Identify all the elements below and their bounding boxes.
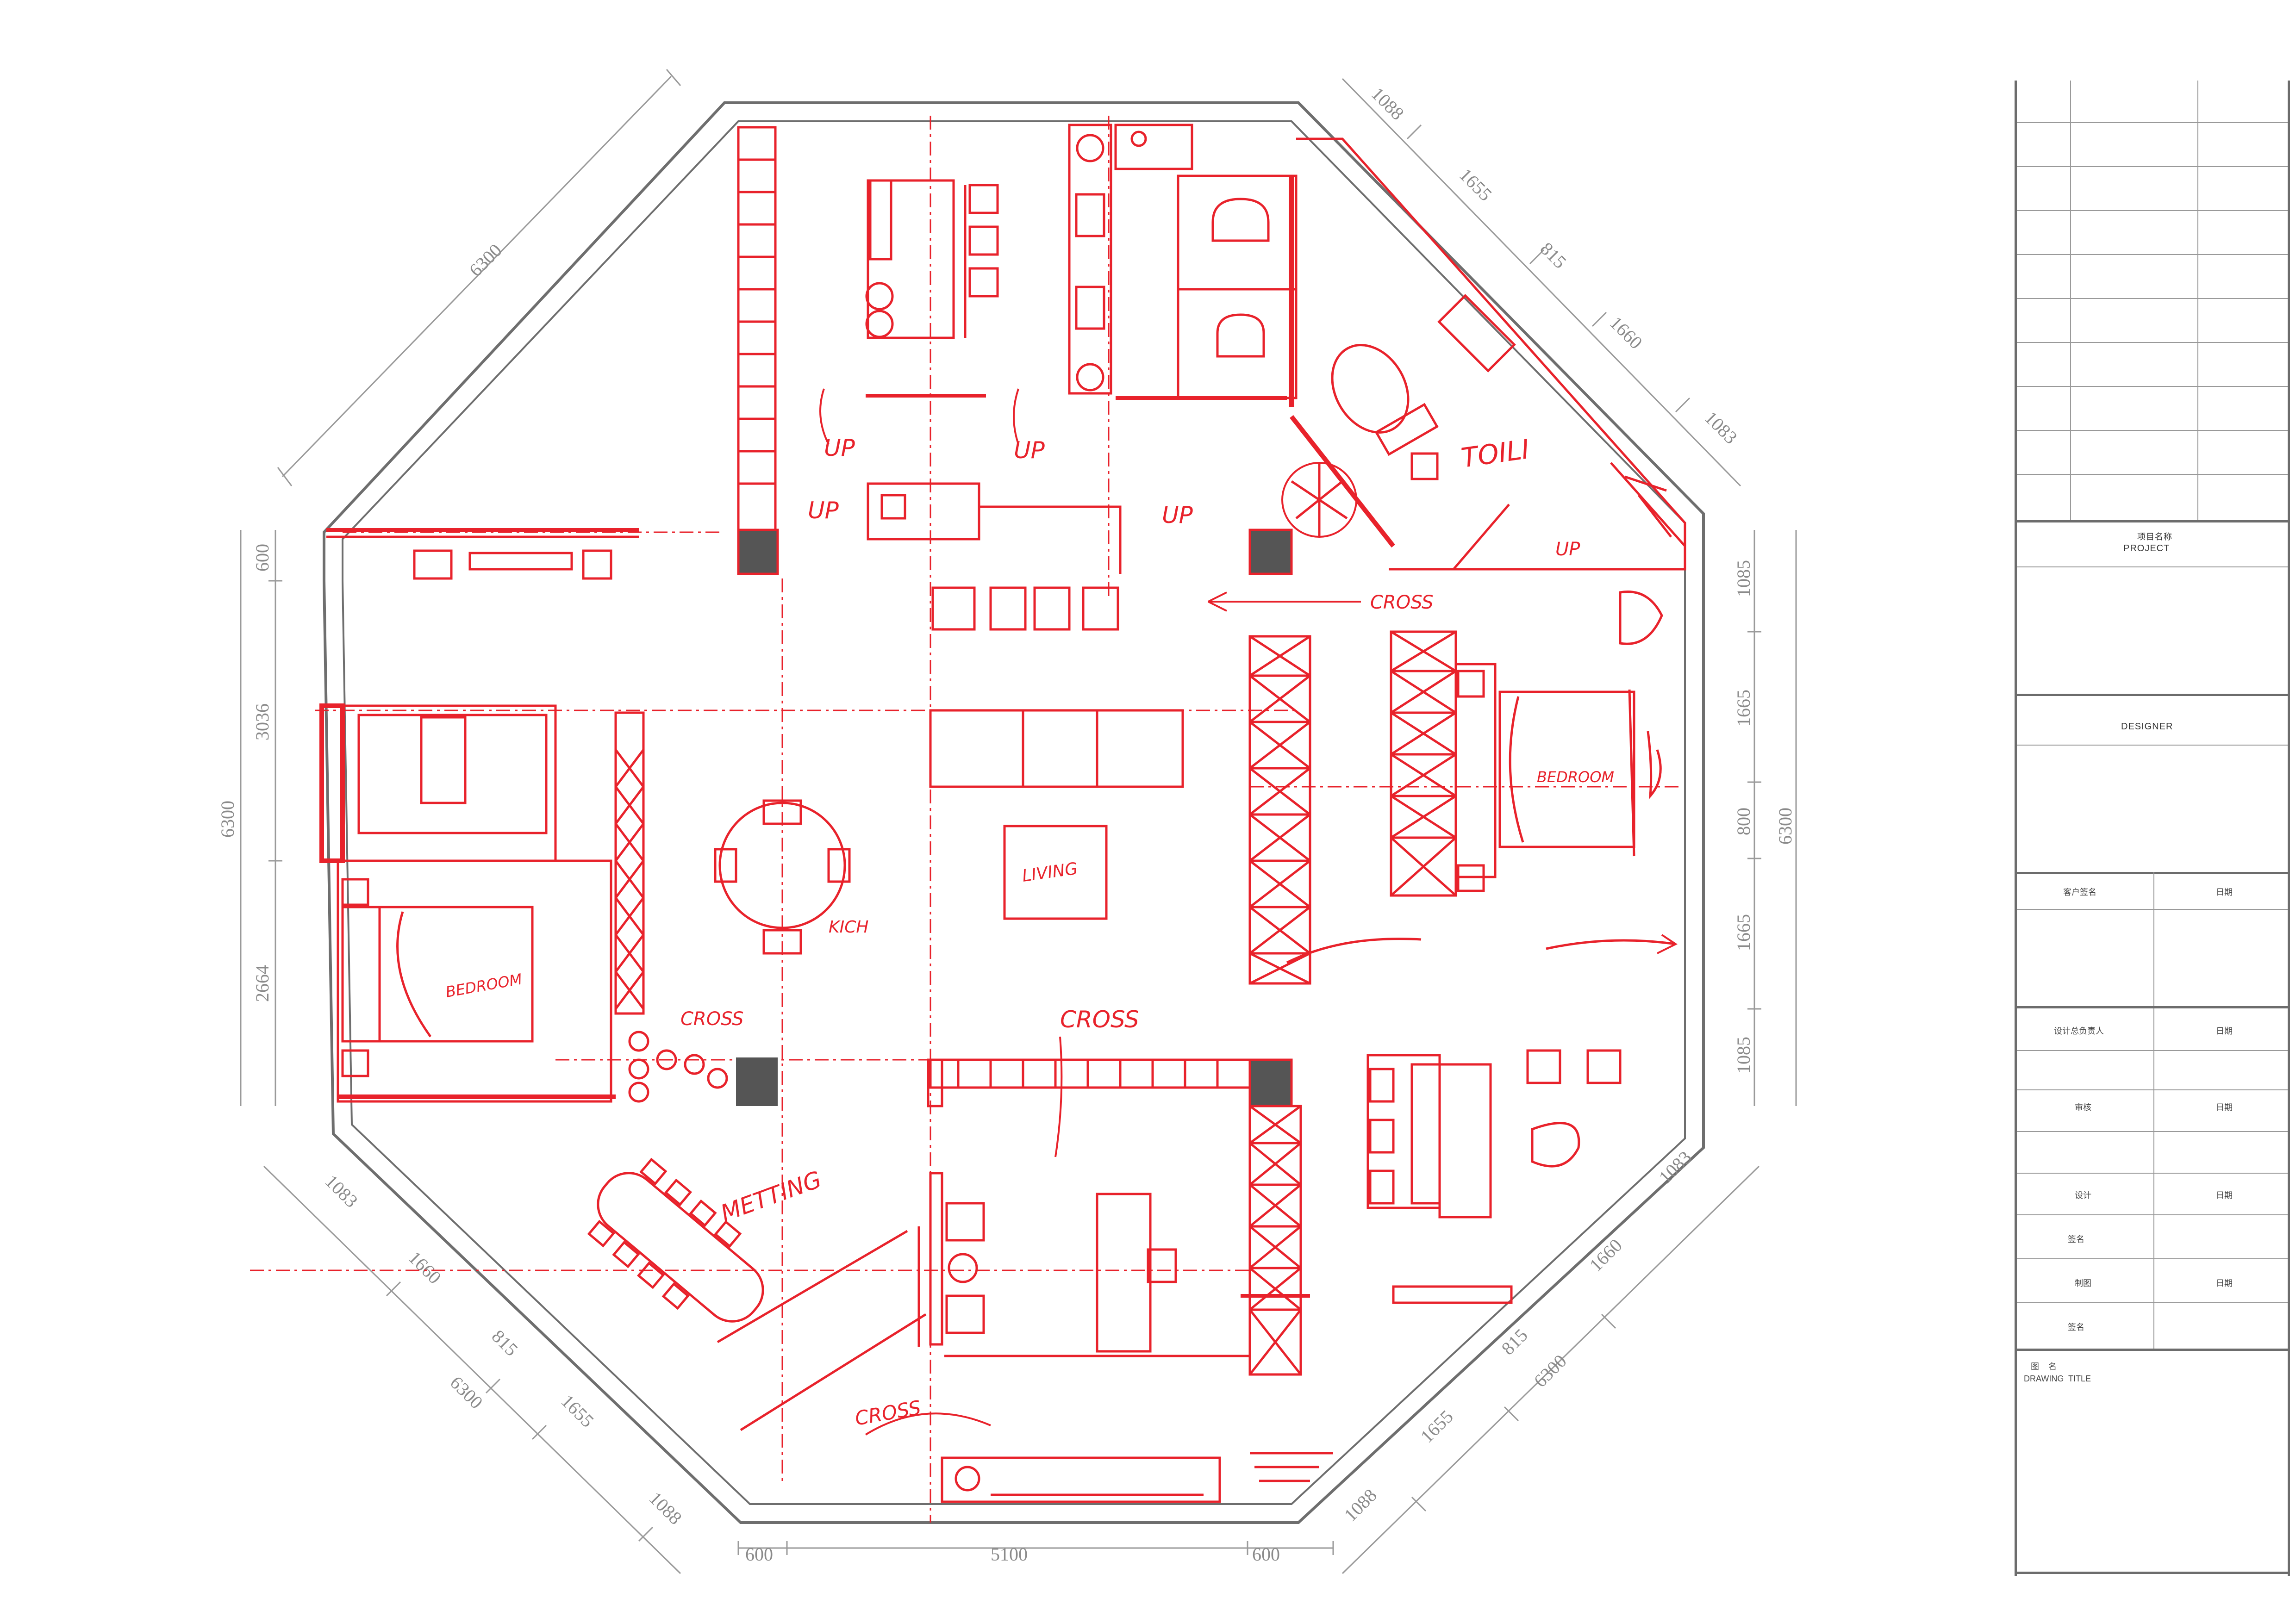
dim-tr-4: 1660 [1606, 312, 1647, 353]
lattice-shelf-lower [1248, 1105, 1302, 1376]
dim-bottom-600b: 600 [1252, 1544, 1280, 1565]
tb-date-4: 日期 [2216, 1191, 2233, 1200]
label-up-5: UP [1555, 539, 1580, 560]
dim-br-2: 1660 [1585, 1235, 1626, 1275]
tb-project-en: PROJECT [2123, 543, 2170, 553]
dim-right-1085a: 1085 [1733, 560, 1754, 597]
bedroom-left-upper [320, 704, 557, 862]
label-toilet: TOILI [1459, 433, 1531, 474]
round-table [718, 802, 846, 929]
label-up-4: UP [1162, 502, 1193, 529]
dim-left-6300: 6300 [217, 801, 238, 838]
dim-bottom-600a: 600 [745, 1544, 773, 1565]
dim-br-3: 815 [1497, 1325, 1532, 1359]
lower-desk [1096, 1193, 1152, 1353]
tb-drafting: 制图 [2075, 1279, 2091, 1288]
dim-bl-3: 815 [488, 1326, 522, 1360]
tb-sign-2: 签名 [2068, 1323, 2084, 1332]
dim-br-6: 1088 [1340, 1485, 1381, 1525]
dimension-lines [240, 69, 1797, 1574]
tb-vline-1 [2070, 81, 2071, 520]
dim-tr-1: 1088 [1367, 83, 1408, 124]
label-cross-top: CROSS [1370, 592, 1434, 613]
tb-date-3: 日期 [2216, 1103, 2233, 1112]
tb-client-sign: 客户签名 [2063, 888, 2096, 897]
shelf-column-top [737, 126, 777, 531]
label-up-2: UP [1014, 437, 1045, 464]
label-living: LIVING [1021, 859, 1079, 886]
tb-design-lead: 设计总负责人 [2054, 1026, 2104, 1036]
dim-br-5: 1655 [1416, 1406, 1457, 1447]
vanity-column [1068, 124, 1112, 395]
label-up-3: UP [808, 497, 839, 524]
toilet-stalls [1177, 174, 1298, 399]
bottom-cabinets [941, 1456, 1221, 1503]
tb-review: 审核 [2075, 1103, 2091, 1112]
meeting-table [597, 1172, 764, 1323]
label-kitchen: KICH [829, 918, 868, 937]
dim-bl-1: 1083 [321, 1171, 362, 1212]
tb-date-1: 日期 [2216, 888, 2233, 897]
tb-date-2: 日期 [2216, 1026, 2233, 1036]
dim-bl-5: 1655 [557, 1391, 598, 1431]
dim-bottom-5100: 5100 [991, 1544, 1028, 1565]
flow-arrows [819, 388, 1678, 1436]
room-labels: TOILI UP UP UP UP UP CROSS BEDROOM BEDRO… [444, 433, 1614, 1430]
tb-drawing-title-en: DRAWING TITLE [2024, 1374, 2091, 1383]
column-3 [736, 1057, 778, 1106]
sofa [929, 709, 1184, 788]
tb-date-5: 日期 [2216, 1279, 2233, 1288]
dim-bl-2: 1660 [405, 1247, 445, 1288]
column-1 [737, 529, 779, 575]
tb-drawing-title-cn: 图 名 [2031, 1362, 2057, 1371]
dim-left-2664: 2664 [252, 965, 273, 1002]
label-cross-mid: CROSS [1060, 1006, 1139, 1033]
dim-right-1085b: 1085 [1733, 1037, 1754, 1074]
label-meeting: METTING [717, 1166, 825, 1227]
tb-vline-2 [2197, 81, 2198, 520]
column-2 [1248, 529, 1293, 575]
dim-left-600: 600 [252, 544, 273, 572]
bed-headboard-right [1454, 663, 1497, 878]
label-bedroom-left: BEDROOM [444, 970, 524, 1001]
dim-right-1665a: 1665 [1733, 690, 1754, 727]
title-block: 项目名称 PROJECT DESIGNER 客户签名 日期 设计总负责人 日期 … [2015, 81, 2290, 1576]
lattice-shelf-center [1248, 635, 1311, 985]
label-cross-mid-left: CROSS [680, 1008, 744, 1030]
exterior-walls [323, 101, 1705, 1524]
label-bedroom-right: BEDROOM [1537, 768, 1614, 786]
tb-project-cn: 项目名称 [2137, 532, 2172, 541]
tb-designer: DESIGNER [2121, 721, 2173, 732]
bedroom-left-lower [337, 859, 612, 1103]
dim-right-800: 800 [1733, 808, 1754, 835]
label-up-1: UP [824, 435, 855, 461]
dimension-text: 6300 1088 1655 815 1660 1083 600 3036 63… [217, 83, 1796, 1565]
dim-left-3036: 3036 [252, 703, 273, 740]
dim-tr-2: 1655 [1455, 164, 1496, 205]
bench-lower-right [1392, 1285, 1513, 1304]
dim-bl-6: 1088 [645, 1488, 686, 1529]
dim-br-1: 1083 [1655, 1147, 1696, 1188]
column-4 [1248, 1058, 1293, 1107]
coffee-table [1003, 825, 1108, 920]
dim-right-6300: 6300 [1775, 808, 1796, 845]
dim-tr-5: 1083 [1701, 407, 1741, 448]
lattice-shelf-left [614, 711, 645, 1015]
dim-top-left-6300: 6300 [465, 240, 506, 280]
bed-right [1498, 690, 1635, 848]
label-cross-bottom: CROSS [853, 1396, 923, 1430]
dim-tr-3: 815 [1536, 238, 1571, 273]
lattice-beam-mid [929, 1058, 1251, 1089]
sketch-layout [319, 124, 1686, 1503]
tb-sign-1: 签名 [2068, 1235, 2084, 1244]
tb-design: 设计 [2075, 1191, 2091, 1200]
diag-wall [1296, 137, 1686, 571]
dim-right-1665b: 1665 [1733, 914, 1754, 951]
top-desk [867, 179, 955, 339]
kitchen-counter [867, 482, 980, 541]
